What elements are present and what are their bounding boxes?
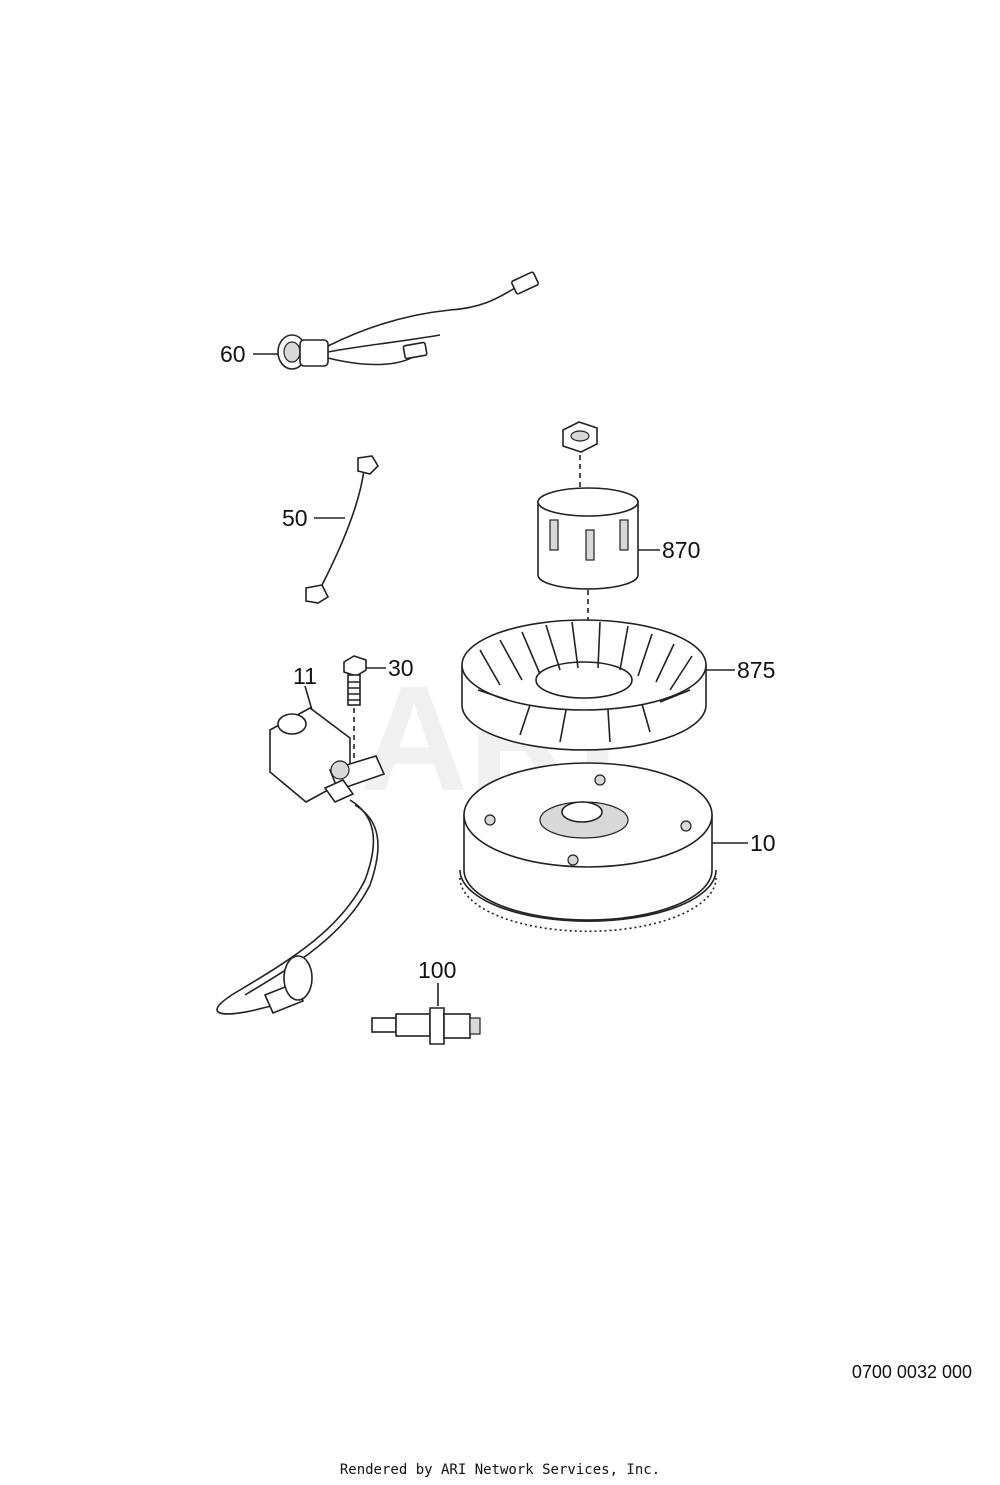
flywheel-nut[interactable]: [562, 421, 598, 453]
part-875-fan[interactable]: [461, 619, 707, 751]
document-number: 0700 0032 000: [851, 1362, 972, 1382]
callout-10: 10: [750, 830, 776, 856]
callout-60: 60: [220, 341, 246, 367]
part-30-bolt[interactable]: [343, 655, 367, 706]
part-11-ignition-coil[interactable]: [216, 707, 386, 1015]
leader-11: [304, 685, 313, 711]
callout-100: 100: [418, 957, 456, 983]
part-870-starter-cup[interactable]: [537, 487, 639, 590]
callout-11: 11: [293, 663, 317, 689]
part-60-oil-sensor[interactable]: [277, 271, 539, 370]
callout-875: 875: [737, 657, 775, 683]
part-100-spark-plug[interactable]: [371, 1007, 481, 1045]
callout-870: 870: [662, 537, 700, 563]
callout-50: 50: [282, 505, 308, 531]
render-credit-footer: Rendered by ARI Network Services, Inc.: [339, 1462, 661, 1478]
part-10-flywheel[interactable]: [459, 762, 717, 933]
part-50-ground-wire[interactable]: [305, 455, 380, 604]
callout-30: 30: [388, 655, 414, 681]
